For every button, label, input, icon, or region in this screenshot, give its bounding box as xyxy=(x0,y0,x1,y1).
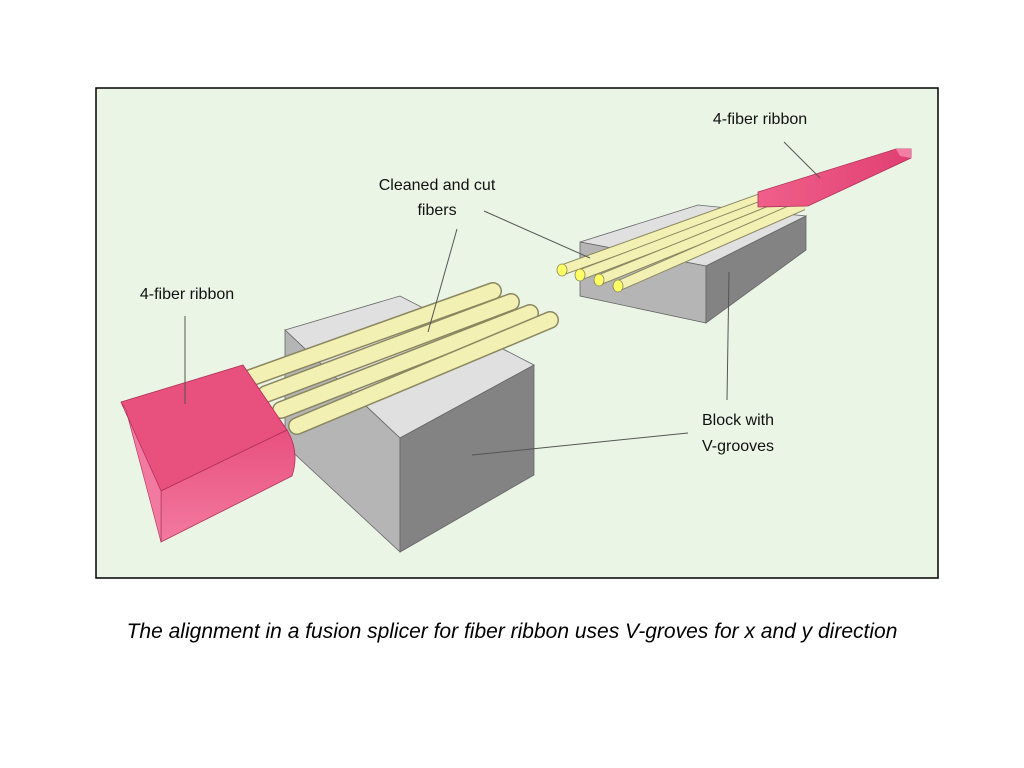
left-fiber-3 xyxy=(273,305,538,418)
leader-lines xyxy=(184,141,821,456)
leader-block-right xyxy=(726,271,730,401)
label-fibers-line2: fibers xyxy=(417,202,456,219)
right-ribbon xyxy=(757,148,912,208)
label-fibers-line1: Cleaned and cut xyxy=(379,177,496,194)
leader-block-left xyxy=(471,432,689,456)
right-block-side xyxy=(705,215,807,324)
leader-fibers-left xyxy=(427,228,458,333)
right-fiber-end-4 xyxy=(612,279,624,293)
left-fiber-1 xyxy=(242,283,501,386)
figure-caption: The alignment in a fusion splicer for fi… xyxy=(126,620,898,643)
label-left-ribbon: 4-fiber ribbon xyxy=(140,286,234,303)
right-fiber-end-2 xyxy=(574,268,586,282)
leader-fibers-right xyxy=(483,210,591,259)
left-ribbon-front xyxy=(160,429,296,543)
left-fibers xyxy=(241,282,559,435)
right-fiber-end-1 xyxy=(556,263,568,277)
label-block-line2: V-grooves xyxy=(702,438,774,455)
left-ribbon xyxy=(120,364,296,543)
right-fiber-end-3 xyxy=(593,273,605,287)
left-fiber-4 xyxy=(289,312,558,434)
label-block-line1: Block with xyxy=(702,412,774,429)
left-block-side xyxy=(399,364,535,553)
leader-right-ribbon xyxy=(783,141,821,179)
right-fibers xyxy=(556,190,806,293)
label-right-ribbon: 4-fiber ribbon xyxy=(713,111,807,128)
left-fiber-2 xyxy=(258,294,519,402)
